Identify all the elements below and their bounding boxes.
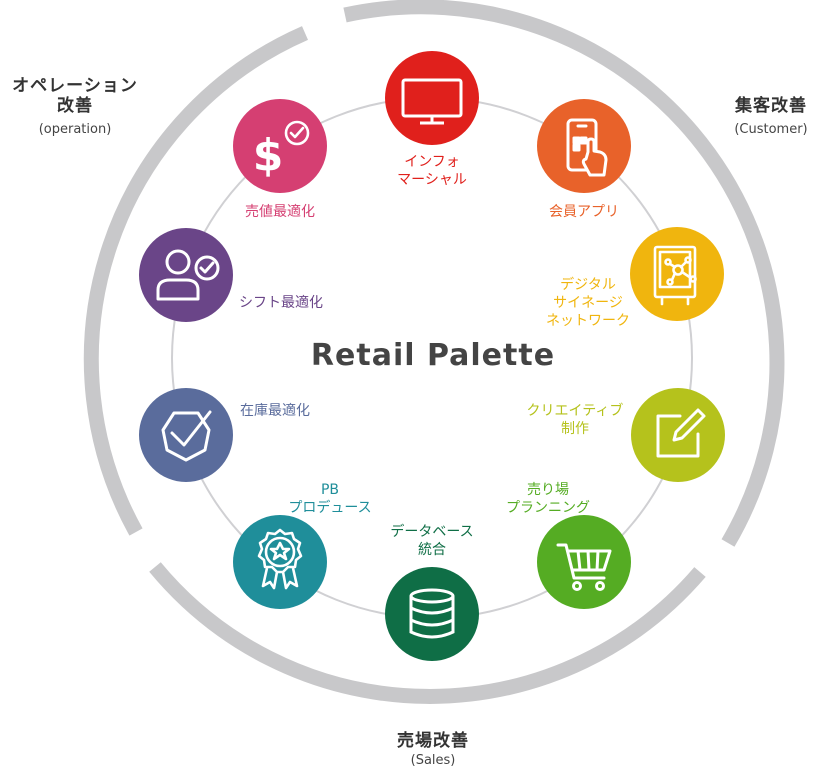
label-shift: シフト最適化 (239, 295, 323, 311)
dollar-check-icon: $ (253, 120, 310, 181)
outer-arc-operation (83, 26, 309, 536)
check-badge-icon (161, 410, 212, 462)
section-sub-operation: (operation) (38, 122, 112, 137)
svg-text:$: $ (253, 130, 284, 181)
label-creative: クリエイティブ 制作 (526, 403, 624, 437)
node-digital (630, 227, 724, 321)
shopping-cart-icon (556, 543, 612, 591)
label-planning: 売り場 プランニング (506, 482, 590, 516)
node-app (537, 99, 631, 193)
star-award-icon (257, 528, 303, 590)
database-icon (409, 588, 455, 639)
center-title: Retail Palette (310, 338, 556, 373)
section-title-sales: 売場改善 (397, 731, 469, 751)
signage-network-icon (653, 245, 697, 306)
label-digital: デジタル サイネージ ネットワーク (546, 277, 630, 329)
label-app: 会員アプリ (549, 204, 619, 220)
section-title-operation: オペレーション 改善 (12, 76, 138, 116)
smartphone-tap-icon (566, 118, 608, 177)
outer-arc-sales (149, 562, 706, 704)
label-database: データベース 統合 (390, 524, 474, 558)
label-pb: PB プロデュース (288, 482, 372, 516)
node-shift (139, 228, 233, 322)
section-sub-customer: (Customer) (734, 122, 808, 137)
section-title-customer: 集客改善 (735, 96, 807, 116)
node-inventory (139, 388, 233, 482)
node-pb (233, 515, 327, 609)
user-check-icon (156, 249, 220, 301)
node-creative (631, 388, 725, 482)
node-database (385, 567, 479, 661)
section-sub-sales: (Sales) (410, 753, 456, 768)
outer-arc-customer (343, 0, 785, 547)
label-price: 売値最適化 (245, 204, 315, 220)
node-price: $ (233, 99, 327, 193)
label-signage: インフォ マーシャル (397, 154, 467, 188)
monitor-icon (401, 78, 463, 125)
label-inventory: 在庫最適化 (240, 403, 310, 419)
node-planning (537, 515, 631, 609)
node-signage (385, 51, 479, 145)
edit-pencil-icon (656, 408, 706, 458)
